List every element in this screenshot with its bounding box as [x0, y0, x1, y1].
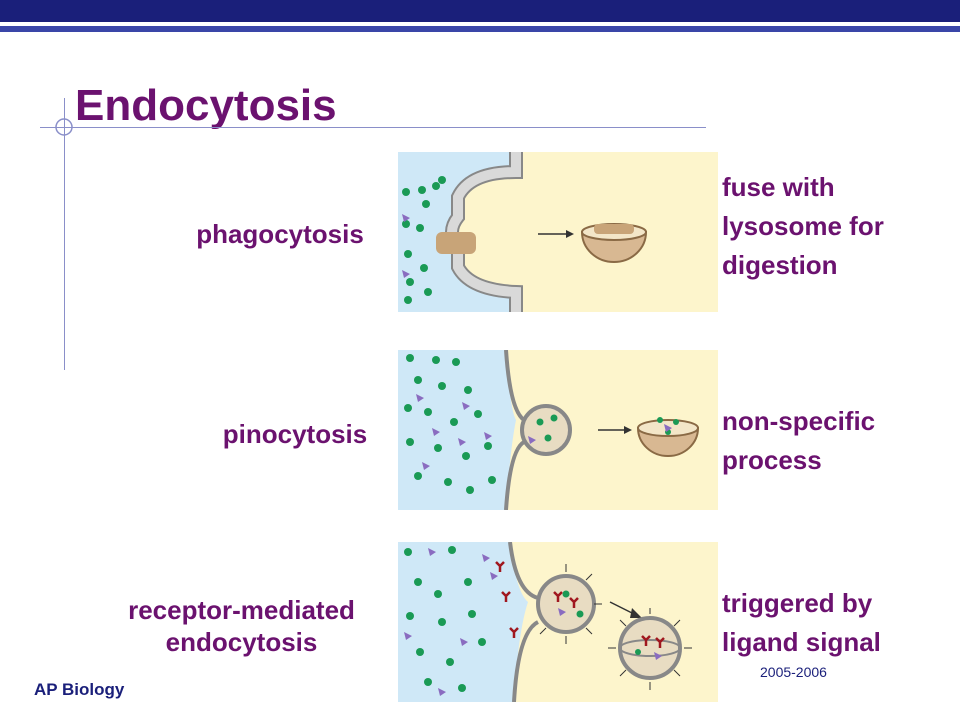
footer-course: AP Biology: [34, 680, 125, 699]
pinocytosis-diagram: [398, 350, 718, 510]
label-receptor-mediated: receptor-mediated endocytosis: [128, 595, 355, 657]
note-phagocytosis: fuse with lysosome for digestion: [722, 172, 884, 280]
receptor-mediated-diagram: [398, 542, 718, 702]
title-rule: [40, 127, 706, 128]
header-stripe: [0, 26, 960, 32]
vertical-rule: [64, 98, 65, 370]
note-receptor-mediated: triggered by ligand signal: [722, 588, 881, 657]
slide-title: Endocytosis: [75, 81, 337, 130]
label-pinocytosis: pinocytosis: [222, 419, 368, 449]
header-bar: [0, 0, 960, 22]
note-pinocytosis: non-specific process: [722, 406, 876, 475]
phagocytosis-diagram: [398, 152, 718, 312]
footer-year: 2005-2006: [760, 664, 827, 680]
crosshair-icon: [55, 118, 73, 136]
label-phagocytosis: phagocytosis: [196, 219, 364, 249]
